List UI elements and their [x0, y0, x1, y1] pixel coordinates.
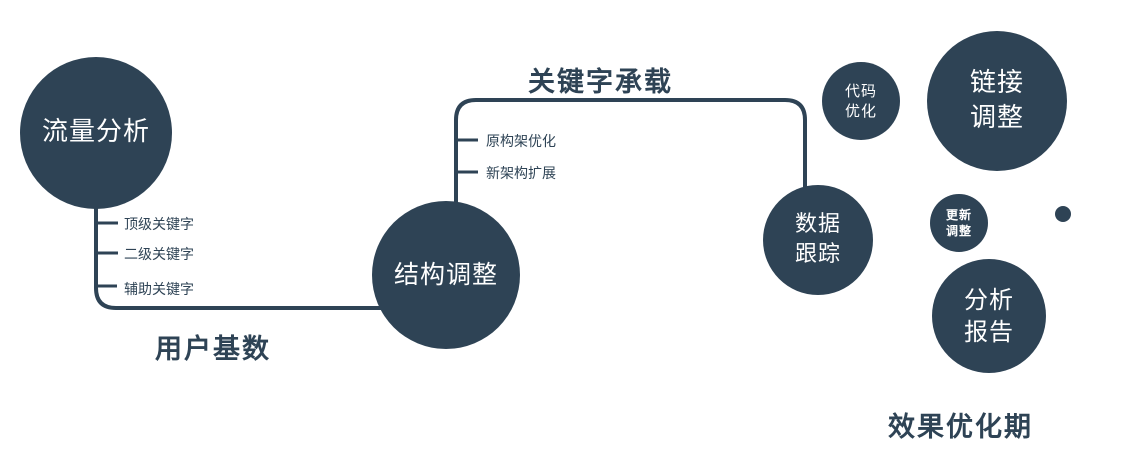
tick-label-auxiliary-keywords: 辅助关键字: [124, 282, 194, 298]
node-structure-adjustment: 结构调整: [372, 201, 520, 349]
flow-label-effect-optimization-period: 效果优化期: [888, 412, 1033, 443]
node-link-adjustment: 链接 调整: [927, 31, 1067, 171]
flow-label-user-base: 用户基数: [155, 334, 271, 365]
node-traffic-analysis: 流量分析: [20, 57, 172, 209]
node-link-adjustment-label-line1: 链接: [969, 67, 1024, 98]
node-data-tracking: 数据 跟踪: [763, 185, 873, 295]
node-analysis-report-label-line1: 分析: [964, 285, 1014, 314]
node-analysis-report-label-line2: 报告: [964, 318, 1014, 346]
node-data-tracking-label-line1: 数据: [794, 212, 841, 238]
tick-label-top-keywords: 顶级关键字: [124, 217, 194, 233]
node-code-optimization: 代码 优化: [822, 62, 900, 140]
connector-traffic-to-structure: [94, 203, 430, 310]
node-traffic-analysis-label: 流量分析: [41, 117, 150, 148]
node-code-optimization-label-line2: 优化: [844, 102, 877, 120]
tick-label-original-architecture-optimization: 原构架优化: [486, 134, 556, 150]
connector-structure-to-tracking: [454, 98, 807, 206]
node-update-adjustment-label-line2: 调整: [945, 224, 972, 238]
node-update-adjustment: 更新 调整: [930, 194, 988, 252]
bullet-dot: [1055, 206, 1071, 222]
node-update-adjustment-label-line1: 更新: [945, 207, 972, 222]
tick-label-new-architecture-expansion: 新架构扩展: [486, 166, 556, 182]
node-analysis-report: 分析 报告: [932, 259, 1046, 373]
flow-label-keyword-load: 关键字承载: [528, 67, 673, 98]
tick-label-secondary-keywords: 二级关键字: [124, 247, 194, 263]
node-data-tracking-label-line2: 跟踪: [794, 242, 841, 267]
node-code-optimization-label-line1: 代码: [844, 81, 877, 100]
node-structure-adjustment-label: 结构调整: [393, 260, 498, 290]
node-link-adjustment-label-line2: 调整: [969, 103, 1024, 133]
